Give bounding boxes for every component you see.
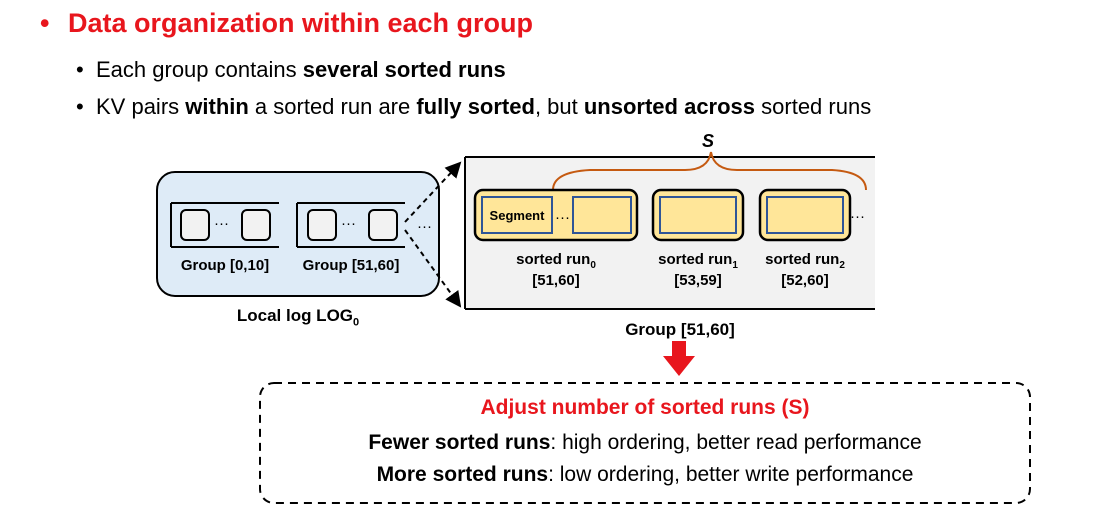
ellipsis-more-runs: ···	[850, 208, 865, 225]
sorted-run-0-sub: 0	[590, 260, 596, 271]
zoom-arrow-bottom	[404, 229, 462, 308]
segment-label: Segment	[489, 208, 545, 223]
sorted-run-1-sub: 1	[732, 260, 738, 271]
bullet-dot: •	[40, 8, 50, 38]
sub-bullet-1-text: Each group contains	[96, 57, 303, 82]
s-label: S	[702, 131, 715, 151]
callout-box	[259, 382, 1031, 504]
sorted-run-0-range: [51,60]	[532, 272, 580, 289]
sub-bullet-1: • Each group contains several sorted runs	[76, 57, 506, 83]
ellipsis-more-groups: ···	[417, 218, 432, 235]
sorted-run-1-label: sorted run1	[641, 251, 755, 271]
ellipsis-group-0-10: ···	[214, 215, 229, 232]
s-brace	[552, 151, 867, 191]
sub-bullet-2-b2: fully sorted	[416, 94, 535, 119]
callout-line-1-bold: Fewer sorted runs	[368, 431, 551, 454]
sub-bullet-2-b3: unsorted across	[583, 94, 756, 119]
segment-box	[659, 196, 737, 234]
main-bullet-text: Data organization within each group	[68, 8, 534, 38]
bullet-dot: •	[76, 94, 84, 119]
segment-box	[766, 196, 844, 234]
sub-bullet-2-t2: a sorted run are	[248, 94, 417, 119]
down-arrow-icon	[663, 341, 695, 376]
sorted-run-2-sub: 2	[839, 260, 845, 271]
group-segment-box	[368, 209, 398, 241]
sub-bullet-1-bold: several sorted runs	[302, 57, 506, 82]
group-panel-label: Group [51,60]	[625, 320, 735, 339]
group-51-60-container	[296, 202, 405, 248]
sorted-run-2-name: sorted run	[765, 251, 840, 268]
segment-box	[572, 196, 632, 234]
main-bullet: • Data organization within each group	[40, 8, 533, 39]
callout-line-1-rest: : high ordering, better read performance	[550, 431, 922, 454]
group-segment-box	[307, 209, 337, 241]
local-log-subscript: 0	[353, 316, 360, 329]
group-label-51-60: Group [51,60]	[302, 257, 400, 274]
group-segment-box	[180, 209, 210, 241]
sub-bullet-2-t1: KV pairs	[96, 94, 186, 119]
callout-line-2-rest: : low ordering, better write performance	[548, 463, 914, 486]
sub-bullet-2-t3: , but	[534, 94, 584, 119]
local-log-label: Local log LOG0	[195, 306, 401, 328]
ellipsis-group-51-60: ···	[341, 215, 356, 232]
group-segment-box	[241, 209, 271, 241]
bullet-dot: •	[76, 57, 84, 82]
group-label-0-10: Group [0,10]	[180, 257, 270, 274]
sub-bullet-2-t4: sorted runs	[755, 94, 872, 119]
callout-title: Adjust number of sorted runs (S)	[480, 396, 810, 419]
zoom-arrow-top	[404, 161, 462, 223]
sorted-run-2-range: [52,60]	[781, 272, 829, 289]
sorted-run-1-range: [53,59]	[674, 272, 722, 289]
ellipsis-run-0: ···	[555, 209, 570, 226]
sorted-run-0-name: sorted run	[516, 251, 591, 268]
sorted-run-1-name: sorted run	[658, 251, 733, 268]
sorted-run-0-label: sorted run0	[501, 251, 611, 271]
group-0-10-container	[170, 202, 279, 248]
sub-bullet-2: • KV pairs within a sorted run are fully …	[76, 94, 871, 120]
sorted-run-2-label: sorted run2	[748, 251, 862, 271]
segment-box	[481, 196, 553, 234]
callout-line-1: Fewer sorted runs: high ordering, better…	[260, 431, 1030, 455]
callout-line-2: More sorted runs: low ordering, better w…	[260, 463, 1030, 487]
callout-line-2-bold: More sorted runs	[376, 463, 549, 486]
sub-bullet-2-b1: within	[185, 94, 249, 119]
local-log-label-text: Local log LOG	[236, 306, 354, 325]
